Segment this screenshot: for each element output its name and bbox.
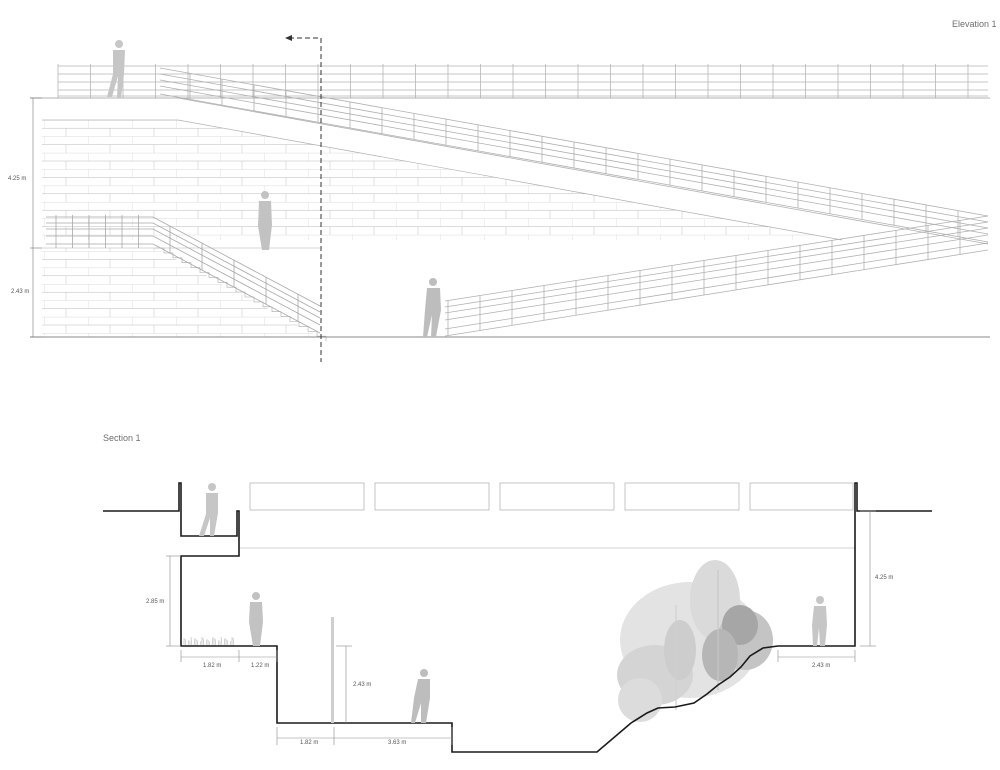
person-figure-lower <box>411 669 430 723</box>
dim-section-left-height: 2.85 m <box>146 599 164 605</box>
elevation-dimension-lines <box>30 97 42 338</box>
section-title: Section 1 <box>103 433 141 443</box>
elevation-title: Elevation 1 <box>952 19 997 29</box>
person-figure-deck <box>199 483 218 536</box>
stair-steps <box>155 247 327 342</box>
section-drawing: 2.85 m 1.82 m 1.22 m 2.43 m 1.82 m 3.63 … <box>103 482 932 753</box>
planter-grass <box>183 636 235 647</box>
dim-section-right-height: 4.25 m <box>875 575 893 581</box>
deck-panels <box>249 482 854 511</box>
person-figure-right <box>812 596 827 646</box>
dim-section-right-platform: 2.43 m <box>812 663 830 669</box>
person-figure-ground <box>423 278 441 337</box>
brick-wall <box>42 119 843 337</box>
dim-section-lower-a: 1.82 m <box>300 740 318 746</box>
elevation-drawing: 4.25 m 2.43 m <box>8 35 990 362</box>
dim-elevation-lower: 2.43 m <box>11 289 29 295</box>
dim-section-planter: 1.82 m <box>203 663 221 669</box>
dim-elevation-upper: 4.25 m <box>8 176 26 182</box>
dim-section-wall: 2.43 m <box>353 682 371 688</box>
person-figure-planter <box>249 592 263 646</box>
section-dimension-lines <box>166 510 876 745</box>
dim-section-lower-b: 3.63 m <box>388 740 406 746</box>
wall-post <box>331 617 334 723</box>
person-figure-middle <box>258 191 272 250</box>
person-figure-top <box>107 40 125 98</box>
stair-railing <box>46 216 321 334</box>
arrow-left-icon <box>285 35 292 41</box>
top-deck-railing <box>58 65 988 97</box>
lower-ramp <box>444 215 989 337</box>
dim-section-step: 1.22 m <box>251 663 269 669</box>
tree-group <box>617 560 773 722</box>
section-profile-left <box>103 482 932 753</box>
